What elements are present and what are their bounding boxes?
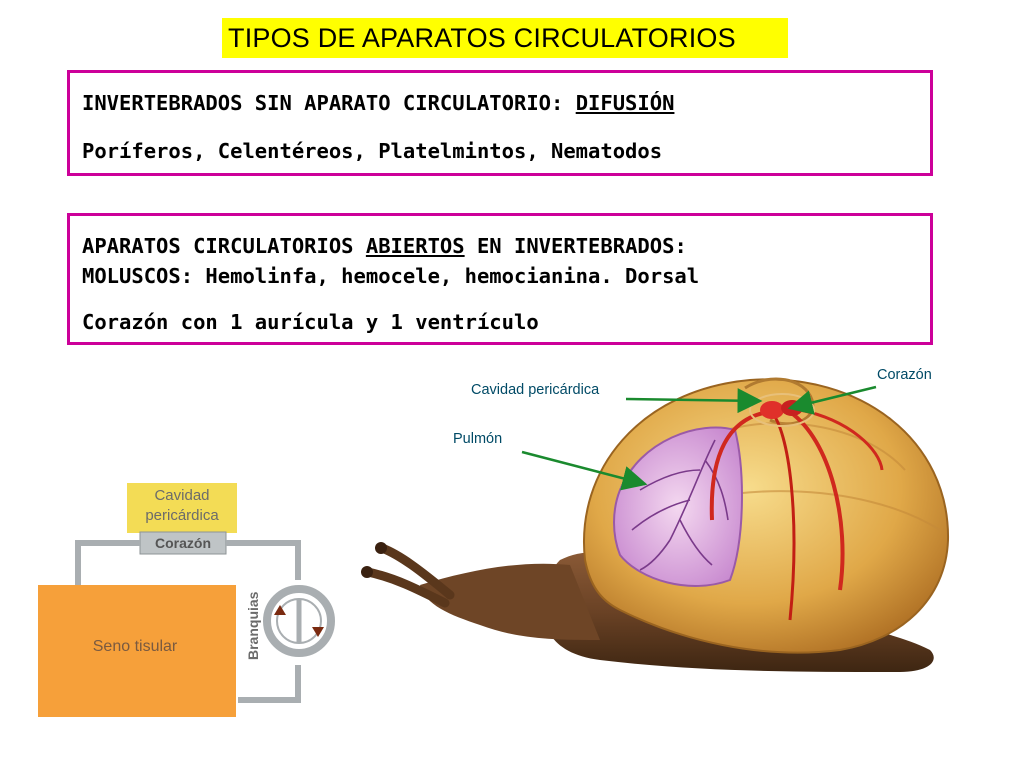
- circulation-schema: Cavidad pericárdica Corazón Seno tisular…: [38, 483, 335, 717]
- snail-illustration: [361, 377, 950, 672]
- schema-cavidad-box: [127, 483, 237, 533]
- schema-cavidad-label-1: Cavidad: [154, 487, 209, 504]
- schema-cavidad-label-2: pericárdica: [145, 507, 219, 524]
- snail-heart-auricle: [760, 401, 784, 419]
- box1-line2: Poríferos, Celentéreos, Platelmintos, Ne…: [82, 139, 663, 163]
- difusion-term: DIFUSIÓN: [575, 91, 675, 115]
- corazon-arrow: [787, 385, 877, 415]
- cavidad-arrow: [625, 388, 763, 414]
- open-circulatory-box: APARATOS CIRCULATORIOS ABIERTOS EN INVER…: [67, 213, 933, 345]
- snail-tentacle-lower: [363, 567, 450, 608]
- schema-branquias-arrow-down: [312, 627, 324, 637]
- box2-line1: APARATOS CIRCULATORIOS ABIERTOS EN INVER…: [82, 234, 687, 258]
- snail-tentacle-upper: [377, 543, 455, 600]
- box2-line3: Corazón con 1 aurícula y 1 ventrículo: [82, 310, 539, 334]
- schema-corazon-label: Corazón: [155, 535, 211, 551]
- schema-pipe-right-top: [226, 540, 301, 580]
- label-cavidad-pericardica: Cavidad pericárdica: [471, 382, 600, 398]
- schema-branquias-circle: [263, 585, 335, 657]
- pulmon-arrow: [521, 450, 648, 491]
- label-corazon: Corazón: [877, 367, 932, 383]
- schema-pipe-right-bottom: [238, 665, 301, 703]
- snail-vessel-body: [788, 410, 845, 591]
- no-circulatory-box: INVERTEBRADOS SIN APARATO CIRCULATORIO: …: [67, 70, 933, 176]
- schema-branquias-arrow-up: [274, 605, 286, 615]
- box1-line1: INVERTEBRADOS SIN APARATO CIRCULATORIO: …: [82, 91, 675, 115]
- abiertos-term: ABIERTOS: [365, 234, 465, 258]
- label-pulmon: Pulmón: [453, 431, 503, 447]
- schema-pipe-left: [75, 540, 140, 598]
- page-title: TIPOS DE APARATOS CIRCULATORIOS: [222, 18, 788, 58]
- box2-line2: MOLUSCOS: Hemolinfa, hemocele, hemociani…: [82, 264, 700, 288]
- schema-branquias-label: Branquias: [245, 591, 261, 660]
- schema-seno-box: [38, 585, 236, 717]
- schema-seno-label: Seno tisular: [93, 638, 178, 655]
- snail-head: [420, 563, 600, 640]
